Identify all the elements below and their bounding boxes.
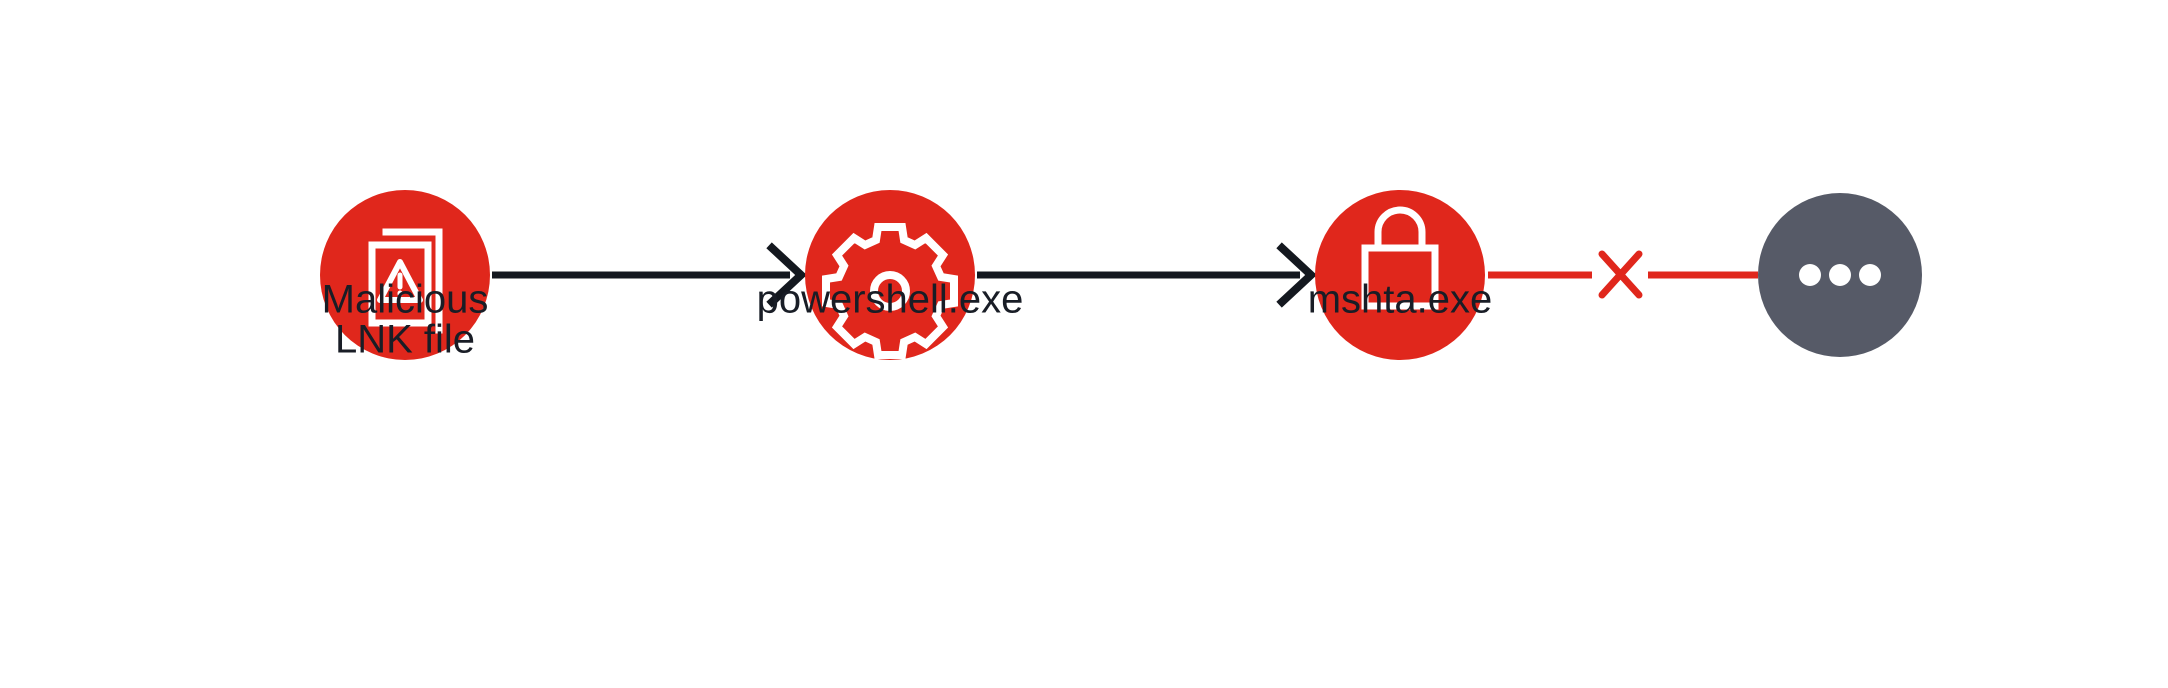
node-label: mshta.exe — [1308, 278, 1493, 322]
arrowhead-icon — [766, 242, 807, 308]
ellipsis-icon — [1799, 264, 1881, 286]
connector-lnk-to-powershell — [492, 242, 807, 308]
gear-icon — [822, 223, 958, 359]
arrowhead-icon — [1276, 242, 1317, 308]
node-label: powershell.exe — [757, 278, 1024, 322]
file-warning-icon — [368, 228, 443, 334]
node-malicious-lnk-file[interactable]: Malicious LNK file — [320, 190, 490, 362]
node-powershell-exe[interactable]: powershell.exe — [757, 190, 1024, 360]
node-circle[interactable] — [1315, 190, 1485, 360]
node-label-line-2: LNK file — [335, 318, 475, 362]
padlock-icon — [1361, 206, 1439, 310]
connector-mshta-to-ellipsis — [1488, 250, 1758, 299]
connector-powershell-to-mshta — [977, 242, 1317, 308]
node-mshta-exe[interactable]: mshta.exe — [1308, 190, 1493, 360]
node-ellipsis[interactable] — [1758, 193, 1922, 357]
node-label-line-1: Malicious — [322, 278, 489, 322]
x-mark-icon — [1598, 250, 1643, 299]
